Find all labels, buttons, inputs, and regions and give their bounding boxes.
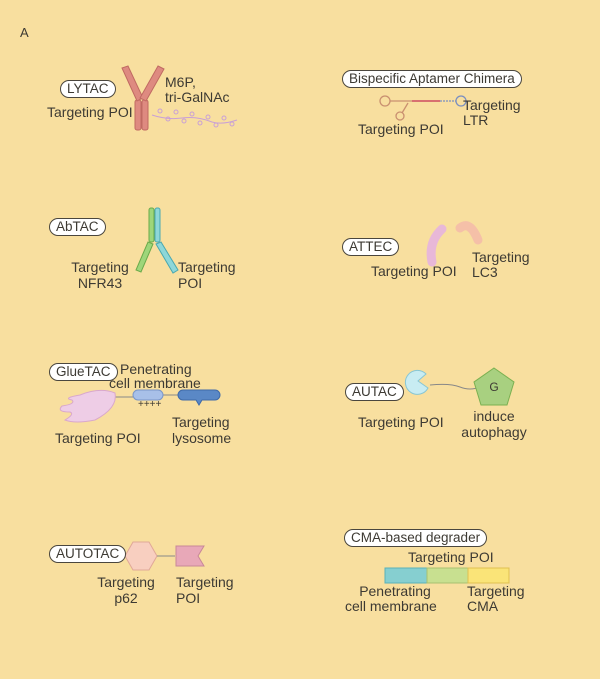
attec-label: ATTEC: [342, 238, 400, 256]
autac-g-text: G: [489, 380, 499, 394]
aptamer-label: Bispecific Aptamer Chimera: [342, 70, 522, 88]
lytac-antibody-icon: [121, 65, 165, 131]
aptamer-ltr-text-1: Targeting: [463, 97, 521, 113]
autac-auto-text-1: induce: [473, 408, 515, 424]
autac-auto-text-2: autophagy: [461, 424, 527, 440]
gluetac-pen-text-1: Penetrating: [120, 361, 192, 377]
lytac-label: LYTAC: [60, 80, 116, 98]
autac-molecule-icon: [404, 367, 515, 406]
aptamer-poi-text: Targeting POI: [358, 121, 444, 137]
autac-poi-text: Targeting POI: [358, 414, 444, 430]
cma-pen-text-2: cell membrane: [345, 598, 437, 614]
autotac-poi-text-2: POI: [176, 590, 201, 606]
panel-label: A: [20, 25, 29, 40]
aptamer-icon: [379, 95, 467, 121]
lytac-poi-text: Targeting POI: [47, 104, 133, 120]
abtac-antibody-icon: [135, 207, 179, 274]
abtac-left-text-2: NFR43: [77, 275, 123, 291]
gluetac-charge-text: ++++: [138, 399, 162, 410]
lytac-ligand-text-1: M6P,: [165, 74, 196, 90]
autotac-p62-text-2: p62: [114, 590, 138, 606]
attec-poi-text: Targeting POI: [371, 263, 457, 279]
autotac-poi-text-1: Targeting: [176, 574, 234, 590]
attec-molecule-icon: [426, 221, 483, 267]
cma-cma-text-1: Targeting: [467, 583, 525, 599]
gluetac-molecule-icon: [59, 389, 221, 423]
glycan-chain-icon: [151, 108, 238, 128]
autotac-molecule-icon: [124, 541, 205, 571]
cma-pen-text-1: Penetrating: [359, 583, 431, 599]
abtac-right-text-1: Targeting: [178, 259, 236, 275]
autac-label: AUTAC: [345, 383, 404, 401]
gluetac-label: GlueTAC: [49, 363, 118, 381]
cma-label: CMA-based degrader: [344, 529, 488, 547]
autotac-p62-text-1: Targeting: [97, 574, 155, 590]
attec-lc3-text-1: Targeting: [472, 249, 530, 265]
cma-bar-icon: [384, 567, 510, 584]
attec-lc3-text-2: LC3: [472, 264, 498, 280]
aptamer-ltr-text-2: LTR: [463, 112, 489, 128]
lytac-ligand-text-2: tri-GalNAc: [165, 89, 230, 105]
autotac-label: AUTOTAC: [49, 545, 127, 563]
gluetac-poi-text: Targeting POI: [55, 430, 141, 446]
cma-poi-text: Targeting POI: [408, 549, 494, 565]
gluetac-lys-text-1: Targeting: [172, 414, 230, 430]
abtac-label: AbTAC: [49, 218, 106, 236]
gluetac-lys-text-2: lysosome: [172, 430, 232, 446]
cma-cma-text-2: CMA: [467, 598, 499, 614]
abtac-right-text-2: POI: [178, 275, 203, 291]
gluetac-pen-text-2: cell membrane: [109, 375, 201, 391]
abtac-left-text-1: Targeting: [71, 259, 129, 275]
